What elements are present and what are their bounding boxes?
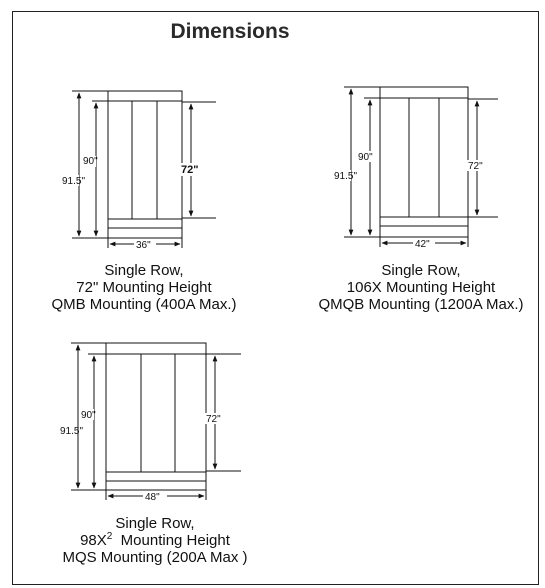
caption-line-1: Single Row,: [381, 262, 461, 279]
outer-height-label: 91.5": [60, 426, 83, 437]
caption-line-2-suffix: Mounting Height: [112, 532, 230, 549]
outer-height-label: 91.5": [62, 176, 85, 187]
dimensions-panel: [12, 11, 539, 585]
page-title: Dimensions: [170, 20, 290, 43]
caption-line-3: MQS Mounting (200A Max ): [62, 549, 248, 566]
width-label: 36": [136, 240, 151, 251]
inner-height-label: 90": [81, 410, 96, 421]
dimension-labels-36: 90" 91.5" 72" 36": [62, 156, 202, 251]
caption-line-3: QMB Mounting (400A Max.): [51, 296, 237, 313]
caption-line-3: QMQB Mounting (1200A Max.): [318, 296, 524, 313]
caption-line-2: 106X Mounting Height: [346, 279, 496, 296]
inner-height-label: 90": [83, 156, 98, 167]
width-label: 42": [415, 239, 430, 250]
mount-height-label: 72": [181, 164, 198, 176]
caption-line-2-superscript: 2: [106, 531, 113, 542]
mount-height-label: 72": [206, 414, 221, 425]
caption-line-2: 98X2 Mounting Height: [40, 531, 270, 550]
caption-line-2: 72" Mounting Height: [76, 279, 212, 296]
width-label: 48": [145, 492, 160, 503]
caption-mqs: Single Row, 98X2 Mounting Height MQS Mou…: [40, 515, 270, 566]
outer-height-label: 91.5": [334, 171, 357, 182]
caption-qmb: Single Row, 72" Mounting Height QMB Moun…: [30, 262, 258, 313]
mount-height-label: 72": [468, 161, 483, 172]
dimension-labels-48: 90" 91.5" 72" 48": [60, 409, 226, 503]
caption-qmqb: Single Row, 106X Mounting Height QMQB Mo…: [302, 262, 540, 313]
cabinet-drawing-42: [344, 86, 498, 247]
caption-line-1: Single Row,: [104, 262, 184, 279]
caption-line-2-prefix: 98X: [80, 532, 107, 549]
inner-height-label: 90": [358, 152, 373, 163]
caption-line-1: Single Row,: [115, 515, 195, 532]
dimension-labels-42: 90" 91.5" 72" 42": [334, 151, 487, 250]
